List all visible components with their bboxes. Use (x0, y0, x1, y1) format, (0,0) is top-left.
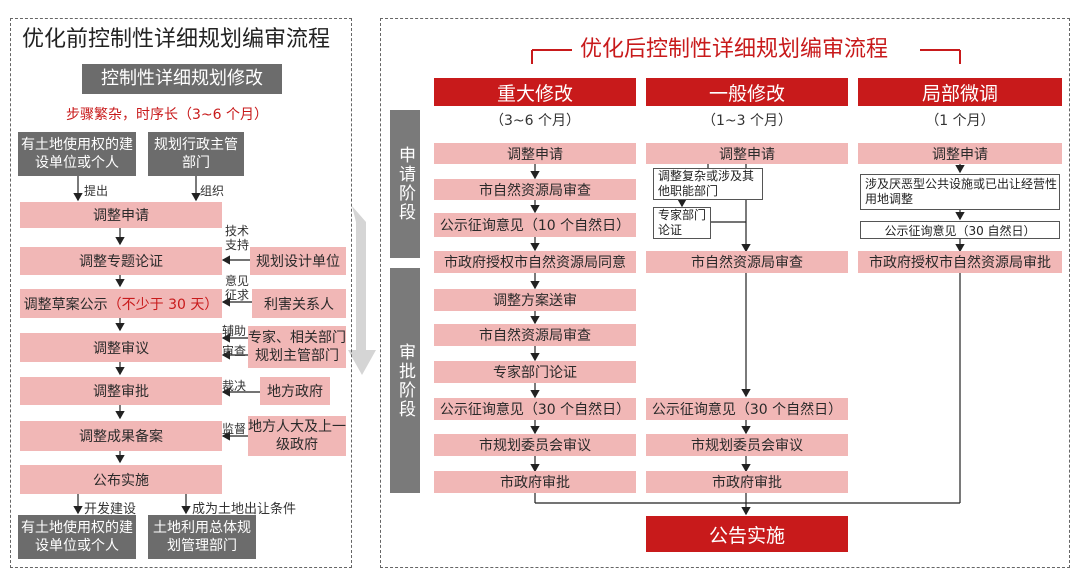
major-step-5: 调整方案送审 (434, 289, 636, 311)
actor-label-yijian: 意见征求 (224, 274, 250, 302)
result-right: 土地利用总体规划管理部门 (148, 515, 256, 559)
major-step-3: 公示征询意见（10 个自然日） (434, 213, 636, 237)
left-step-record: 调整成果备案 (20, 421, 222, 451)
minor-step-2: 涉及厌恶型公共设施或已出让经营性用地调整 (860, 174, 1060, 210)
general-step-3: 公示征询意见（30 个自然日） (646, 398, 848, 420)
left-step-draft-notice-label: 调整草案公示 (23, 296, 108, 313)
actor-experts: 专家、相关部门 (248, 330, 346, 346)
actor-label-yijian-text: 意见征求 (224, 274, 249, 302)
left-step-apply: 调整申请 (20, 202, 222, 228)
minor-step-1: 调整申请 (858, 143, 1062, 164)
major-step-4: 市政府授权市自然资源局同意 (434, 251, 636, 273)
label-tichu: 提出 (84, 184, 109, 198)
actor-label-shencha: 审查 (222, 344, 247, 358)
major-step-7: 专家部门论证 (434, 361, 636, 383)
major-step-2: 市自然资源局审查 (434, 179, 636, 200)
general-step-2: 市自然资源局审查 (646, 251, 848, 273)
major-step-6: 市自然资源局审查 (434, 324, 636, 346)
general-branch-experts: 专家部门论证 (653, 207, 711, 239)
stage-approve: 审批阶段 (390, 268, 420, 493)
general-step-4: 市规划委员会审议 (646, 434, 848, 456)
minor-step-4: 市政府授权市自然资源局审批 (858, 251, 1062, 273)
general-branch-complex: 调整复杂或涉及其他职能部门 (653, 168, 763, 200)
major-step-1: 调整申请 (434, 143, 636, 164)
actor-stakeholders: 利害关系人 (252, 289, 346, 318)
col-header-major: 重大修改 (434, 78, 636, 106)
col-header-general: 一般修改 (646, 78, 848, 106)
general-step-5: 市政府审批 (646, 471, 848, 493)
stage-approve-label: 审批阶段 (395, 342, 415, 419)
minor-step-3: 公示征询意见（30 自然日） (860, 221, 1060, 239)
initiator-right: 规划行政主管部门 (148, 132, 244, 176)
actor-label-jiandu: 监督 (222, 422, 247, 436)
bottom-label-land: 成为土地出让条件 (192, 502, 297, 517)
col-header-minor: 局部微调 (858, 78, 1062, 106)
col-duration-general: （1~3 个月） (702, 113, 792, 129)
transition-arrow (348, 206, 376, 375)
right-panel (380, 18, 1070, 568)
stage-apply-label: 申请阶段 (395, 146, 415, 222)
major-step-8: 公示征询意见（30 个自然日） (434, 398, 636, 420)
general-step-1: 调整申请 (646, 143, 848, 164)
actor-label-caijue: 裁决 (222, 379, 247, 393)
left-step-approve: 调整审批 (20, 377, 222, 405)
left-step-study: 调整专题论证 (20, 247, 222, 275)
col-duration-major: （3~6 个月） (490, 113, 580, 129)
left-subtitle: 步骤繁杂，时序长（3~6 个月） (66, 107, 268, 123)
bottom-label-dev: 开发建设 (84, 502, 137, 517)
left-step-draft-notice: 调整草案公示（不少于 30 天） (20, 289, 222, 318)
initiator-left: 有土地使用权的建设单位或个人 (18, 132, 136, 176)
left-title: 优化前控制性详细规划编审流程 (22, 27, 331, 52)
actor-design-unit: 规划设计单位 (250, 247, 346, 275)
actor-label-jishu: 技术支持 (224, 224, 250, 252)
actor-local-gov: 地方政府 (260, 377, 330, 405)
actor-label-fuzhu: 辅助 (222, 324, 247, 338)
final-announce: 公告实施 (646, 516, 848, 552)
left-step-review: 调整审议 (20, 333, 222, 362)
left-step-publish: 公布实施 (20, 465, 222, 494)
result-left: 有土地使用权的建设单位或个人 (18, 515, 136, 559)
left-step-draft-notice-duration: （不少于 30 天） (107, 296, 219, 313)
left-panel (10, 18, 352, 568)
actor-planning-dept: 规划主管部门 (255, 348, 339, 364)
actor-npc-gov: 地方人大及上一级政府 (248, 416, 346, 456)
actor-label-jishu-text: 技术支持 (224, 224, 249, 252)
col-duration-minor: （1 个月） (925, 113, 995, 129)
left-header-box: 控制性详细规划修改 (82, 64, 282, 94)
major-step-10: 市政府审批 (434, 471, 636, 493)
stage-apply: 申请阶段 (390, 110, 420, 258)
actor-experts-depts: 专家、相关部门 规划主管部门 (248, 326, 346, 368)
right-title: 优化后控制性详细规划编审流程 (580, 37, 889, 62)
label-zuzhi: 组织 (200, 184, 225, 198)
major-step-9: 市规划委员会审议 (434, 434, 636, 456)
